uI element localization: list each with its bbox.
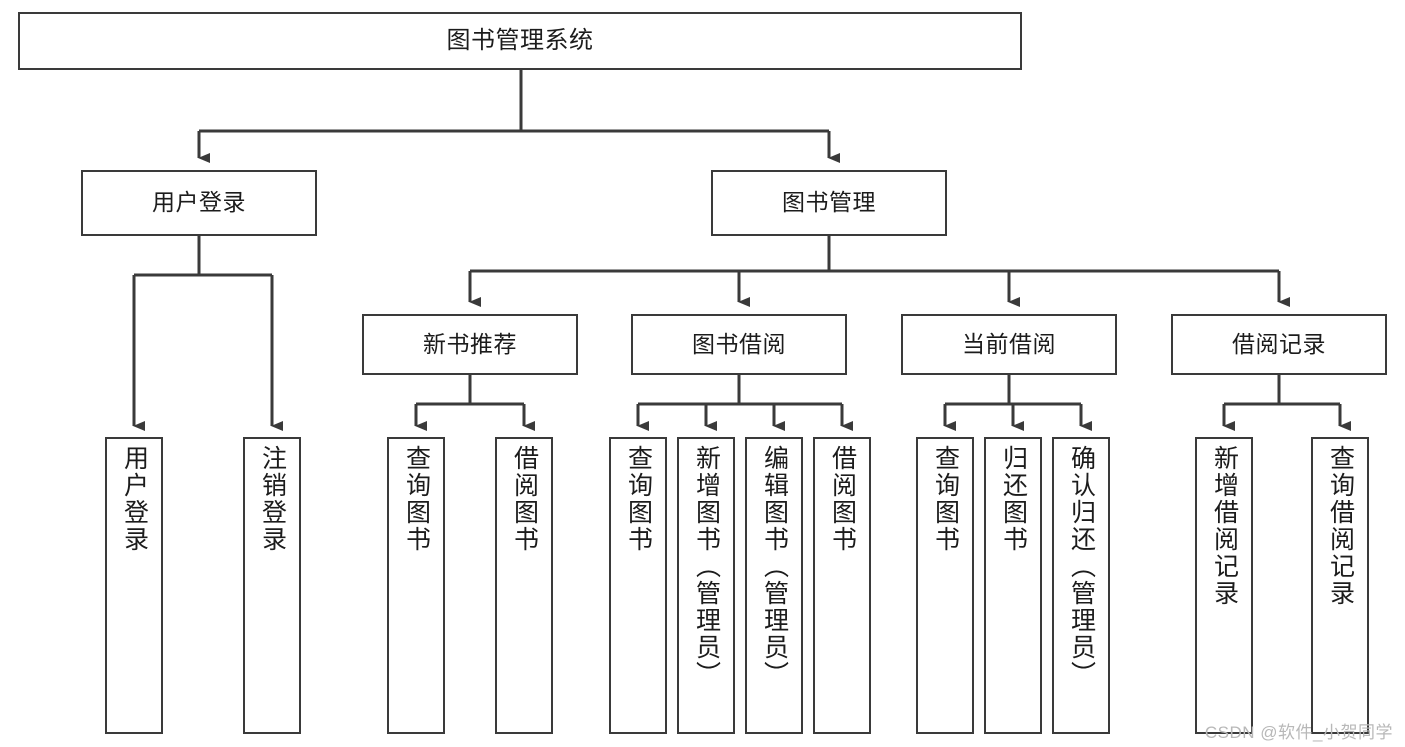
- node-leaf-query-book-borrow[interactable]: 查询图书: [609, 437, 667, 734]
- node-leaf-user-logout[interactable]: 注销登录: [243, 437, 301, 734]
- node-current-borrow[interactable]: 当前借阅: [901, 314, 1117, 375]
- node-label: 编辑图书（管理员）: [760, 445, 789, 688]
- node-label: 图书管理系统: [446, 26, 594, 54]
- node-label: 借阅图书: [510, 445, 539, 553]
- node-label: 借阅记录: [1232, 330, 1326, 357]
- node-label: 图书管理: [782, 189, 876, 216]
- node-book-borrow[interactable]: 图书借阅: [631, 314, 847, 375]
- node-book-management[interactable]: 图书管理: [711, 170, 947, 236]
- node-label: 新书推荐: [423, 330, 517, 357]
- node-leaf-confirm-return[interactable]: 确认归还（管理员）: [1052, 437, 1110, 734]
- node-borrow-record[interactable]: 借阅记录: [1171, 314, 1387, 375]
- node-label: 新增图书（管理员）: [692, 445, 721, 688]
- node-leaf-query-borrow-record[interactable]: 查询借阅记录: [1311, 437, 1369, 734]
- node-leaf-query-book-recommend[interactable]: 查询图书: [387, 437, 445, 734]
- node-label: 新增借阅记录: [1210, 445, 1239, 607]
- node-root-book-management-system[interactable]: 图书管理系统: [18, 12, 1022, 70]
- node-leaf-borrow-book-recommend[interactable]: 借阅图书: [495, 437, 553, 734]
- node-leaf-return-book[interactable]: 归还图书: [984, 437, 1042, 734]
- node-label: 查询图书: [624, 445, 653, 553]
- node-label: 查询图书: [931, 445, 960, 553]
- node-label: 借阅图书: [828, 445, 857, 553]
- node-leaf-user-login[interactable]: 用户登录: [105, 437, 163, 734]
- node-leaf-edit-book[interactable]: 编辑图书（管理员）: [745, 437, 803, 734]
- node-label: 图书借阅: [692, 330, 786, 357]
- node-leaf-borrow-book[interactable]: 借阅图书: [813, 437, 871, 734]
- node-label: 用户登录: [152, 189, 246, 216]
- node-label: 用户登录: [120, 445, 149, 553]
- node-label: 当前借阅: [962, 330, 1056, 357]
- node-label: 归还图书: [999, 445, 1028, 553]
- node-label: 查询图书: [402, 445, 431, 553]
- node-leaf-add-book[interactable]: 新增图书（管理员）: [677, 437, 735, 734]
- node-label: 确认归还（管理员）: [1067, 445, 1096, 688]
- node-leaf-query-book-current[interactable]: 查询图书: [916, 437, 974, 734]
- node-label: 注销登录: [258, 445, 287, 553]
- node-label: 查询借阅记录: [1326, 445, 1355, 607]
- node-new-book-recommend[interactable]: 新书推荐: [362, 314, 578, 375]
- node-leaf-add-borrow-record[interactable]: 新增借阅记录: [1195, 437, 1253, 734]
- node-user-login[interactable]: 用户登录: [81, 170, 317, 236]
